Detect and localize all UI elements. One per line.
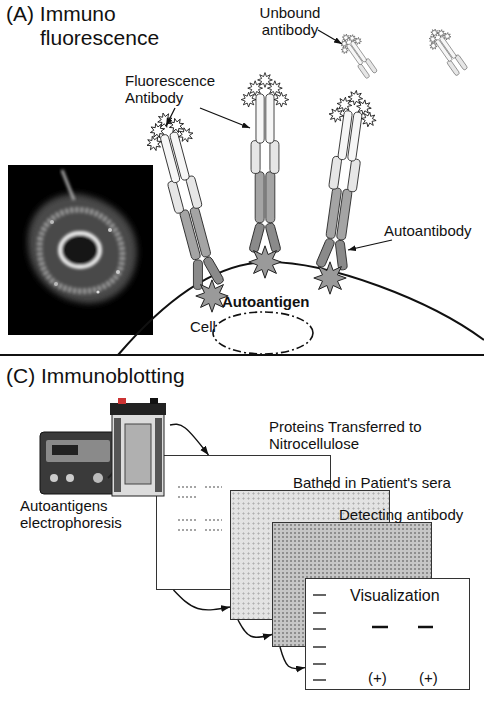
visualization-sheet: Visualization (+) (+) — [305, 578, 470, 690]
autoantigen-symbol — [196, 246, 346, 312]
process-arrow — [280, 647, 305, 669]
node-label: (+) — [368, 669, 387, 686]
fluorescence-micrograph — [8, 165, 153, 335]
node-label: Visualization — [350, 587, 440, 605]
node-label: Proteins Transferred to Nitrocellulose — [269, 418, 444, 453]
node-label: Autoantigens electrophoresis — [20, 497, 140, 532]
unbound-antibody-symbol — [334, 23, 472, 82]
process-arrow — [174, 590, 231, 610]
node-label: Detecting antibody — [339, 506, 463, 523]
panel-heading: (A) Immuno fluorescence — [6, 2, 180, 50]
process-arrow — [170, 424, 209, 455]
node-label: Bathed in Patient's sera — [293, 474, 451, 491]
leader-line — [166, 30, 392, 250]
electrophoresis-apparatus: Autoantigens electrophoresis — [38, 400, 170, 500]
node-label: (+) — [419, 669, 438, 686]
panel-heading: (C) Immunoblotting — [6, 364, 185, 388]
power-supply — [40, 432, 116, 494]
cell-membrane — [118, 262, 484, 355]
callout-label: Autoantibody — [384, 222, 472, 239]
panel-divider — [0, 354, 484, 356]
callout-label: Unbound antibody — [250, 4, 330, 39]
callout-label: Autoantigen — [222, 293, 310, 310]
nucleus — [213, 312, 313, 354]
callout-label: Cell — [190, 318, 216, 335]
process-arrow — [238, 620, 272, 637]
callout-label: Fluorescence Antibody — [125, 72, 225, 107]
